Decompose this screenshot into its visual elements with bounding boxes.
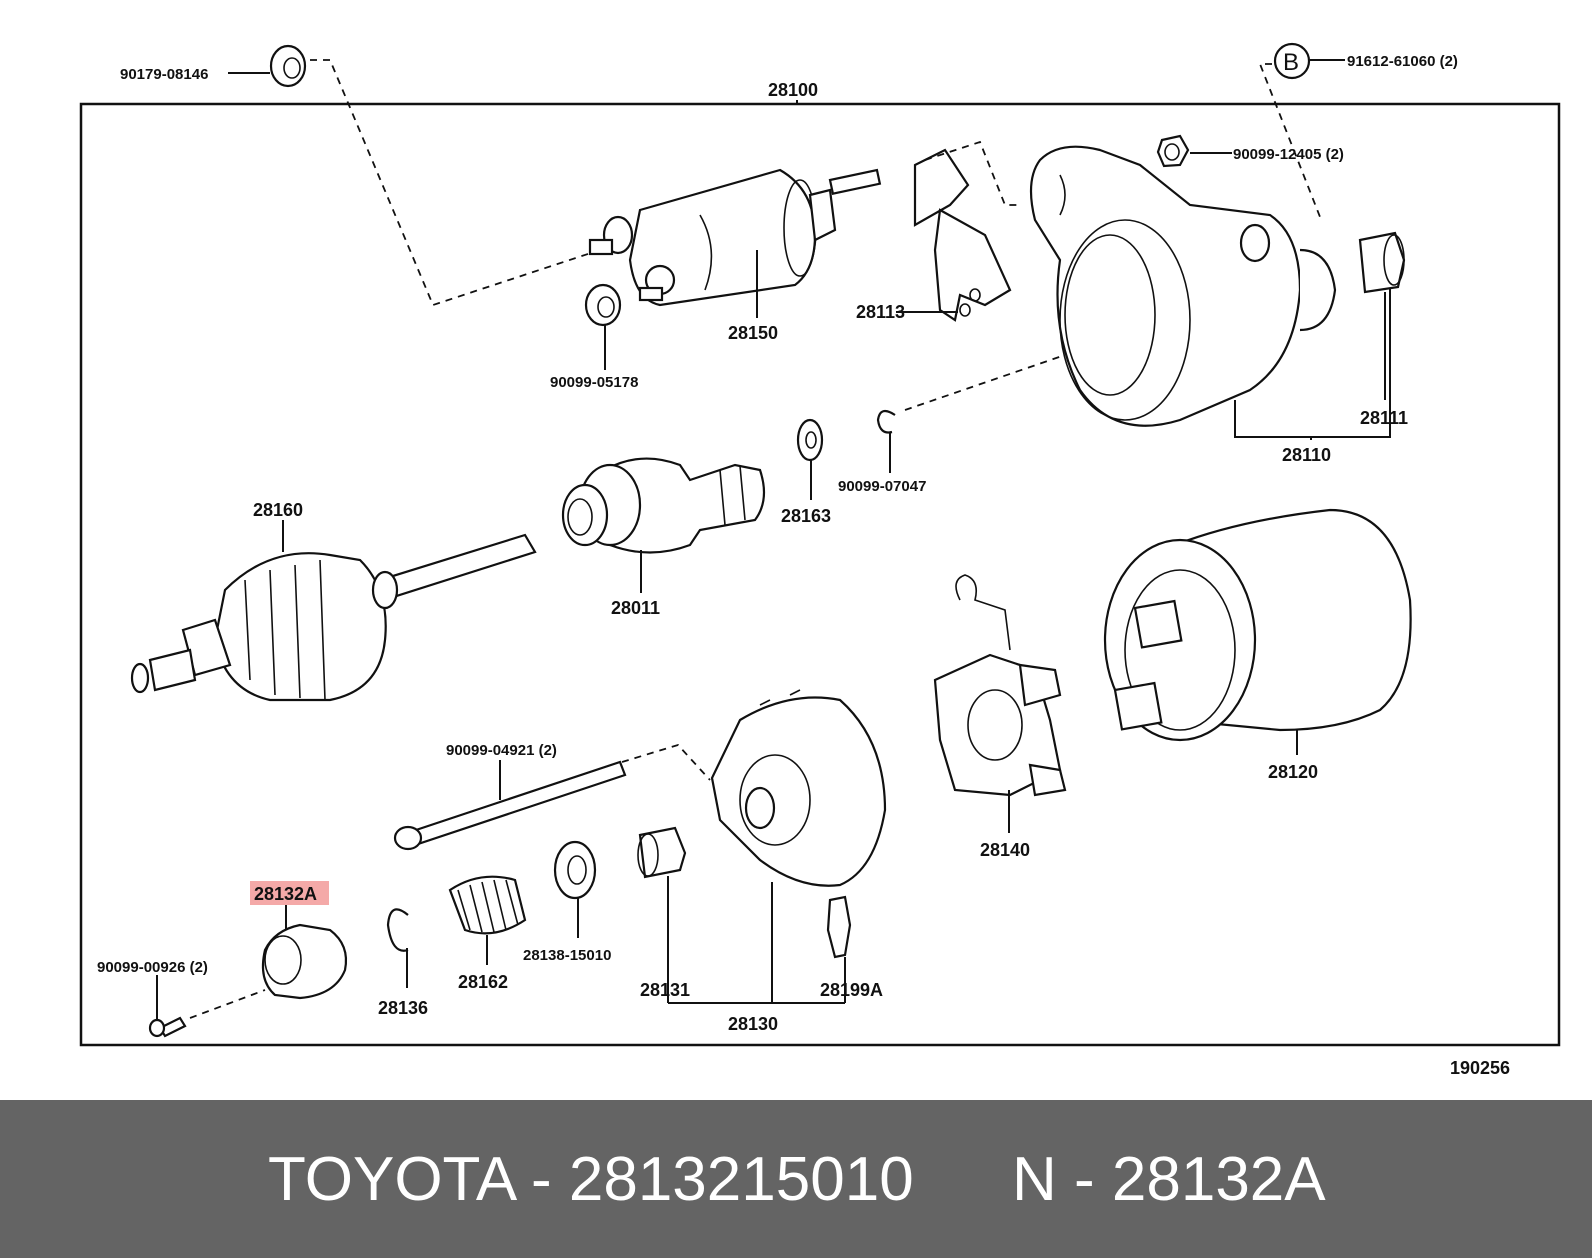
label-28110: 28110 [1282, 445, 1331, 465]
label-90099-07047: 90099-07047 [838, 478, 926, 495]
part-28110-housing[interactable] [1029, 145, 1337, 427]
label-28131: 28131 [640, 980, 690, 1000]
part-28150-solenoid[interactable] [588, 168, 882, 307]
part-28163-washer[interactable] [796, 418, 824, 462]
part-28120-yoke[interactable] [1103, 508, 1412, 742]
label-28111: 28111 [1360, 408, 1408, 428]
label-28100: 28100 [768, 80, 818, 100]
part-28199a-clip[interactable] [826, 895, 852, 959]
label-28140: 28140 [980, 840, 1030, 860]
part-28138-15010-washer[interactable] [553, 840, 597, 900]
footer-reference-number: N - 28132A [1012, 1145, 1326, 1214]
part-90099-04921-bolt[interactable] [393, 760, 627, 851]
label-28136: 28136 [378, 998, 428, 1018]
part-28160-armature[interactable] [130, 533, 537, 702]
label-90179-08146: 90179-08146 [120, 66, 208, 83]
label-28160: 28160 [253, 500, 303, 520]
part-number-footer: TOYOTA - 2813215010 N - 28132A [0, 1100, 1592, 1258]
label-b: B [1283, 49, 1299, 76]
part-28140-brush-holder[interactable] [933, 574, 1067, 797]
footer-brand-part-number: TOYOTA - 2813215010 [268, 1145, 914, 1214]
part-28162-spring[interactable] [448, 875, 527, 935]
part-90099-00926-screw[interactable] [148, 1016, 187, 1038]
label-90099-05178: 90099-05178 [550, 374, 638, 391]
label-28150: 28150 [728, 323, 778, 343]
part-90099-05178-nut[interactable] [584, 283, 622, 327]
label-28132a[interactable]: 28132A [254, 884, 317, 904]
label-90099-00926: 90099-00926 (2) [97, 959, 208, 976]
part-28113-brush[interactable] [913, 148, 1012, 322]
part-28130-end-frame[interactable] [710, 689, 887, 887]
label-28138-15010: 28138-15010 [523, 947, 611, 964]
part-90099-07047-ring[interactable] [876, 409, 896, 434]
label-90099-04921: 90099-04921 (2) [446, 742, 557, 759]
part-28132a-lever[interactable] [261, 923, 348, 1000]
parts-diagram: 90179-08146 28100 B 91612-61060 (2) 9009… [79, 42, 1561, 1078]
label-28130: 28130 [728, 1014, 778, 1034]
highlight-28132a [250, 881, 329, 905]
part-28011-clutch[interactable] [561, 457, 766, 554]
part-90099-12405-nut[interactable] [1156, 134, 1190, 168]
part-28136-snap-ring[interactable] [386, 908, 409, 952]
label-28113: 28113 [856, 302, 905, 322]
label-diagram-code: 190256 [1450, 1058, 1510, 1078]
diagram-frame [79, 102, 1561, 1047]
label-28162: 28162 [458, 972, 508, 992]
label-28011: 28011 [611, 598, 660, 618]
label-28120: 28120 [1268, 762, 1318, 782]
part-90179-nut[interactable] [269, 44, 307, 88]
part-28131-bushing[interactable] [637, 826, 687, 879]
label-90099-12405: 90099-12405 (2) [1233, 146, 1344, 163]
label-28163: 28163 [781, 506, 831, 526]
part-28111-bushing[interactable] [1358, 231, 1406, 294]
label-91612-61060: 91612-61060 (2) [1347, 53, 1458, 70]
label-28199a: 28199A [820, 980, 883, 1000]
